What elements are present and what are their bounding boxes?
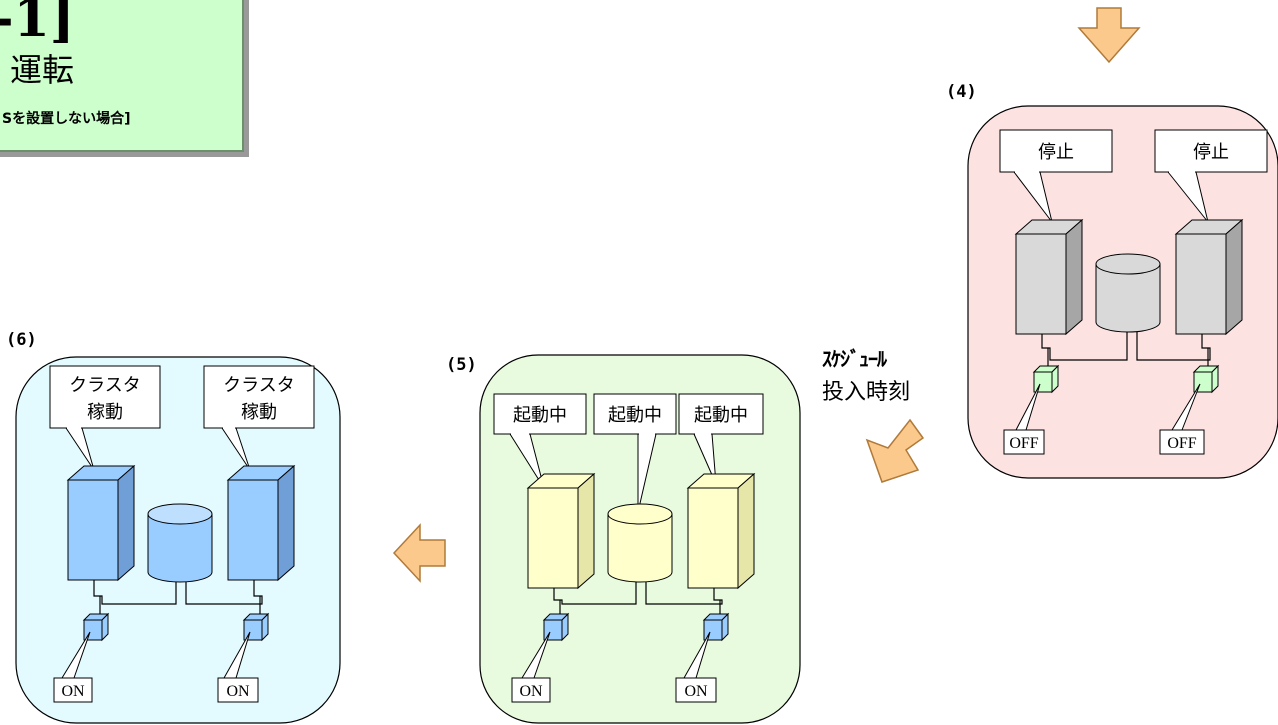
svg-text:起動中: 起動中	[608, 405, 662, 426]
server-left-5	[526, 472, 596, 590]
svg-text:OFF: OFF	[1167, 435, 1196, 452]
wires-5	[553, 582, 723, 616]
server-left-6	[66, 464, 136, 582]
title-box: -1] 運転 Sを設置しない場合]	[0, 0, 244, 152]
switch-label-off-right: OFF	[1159, 383, 1205, 455]
wires-4	[1041, 332, 1211, 368]
svg-text:ON: ON	[61, 683, 85, 700]
switch-label-on-left-5: ON	[511, 631, 551, 703]
callout-starting-left: 起動中	[493, 393, 587, 489]
arrow-left	[392, 523, 446, 583]
arrow-down-left	[865, 418, 925, 483]
switch-right-4	[1192, 364, 1220, 394]
callout-stop-left: 停止	[999, 129, 1113, 223]
disk-6	[147, 503, 213, 583]
svg-text:起動中: 起動中	[513, 405, 567, 426]
svg-text:ON: ON	[226, 683, 250, 700]
switch-label-on-left-6: ON	[53, 631, 93, 703]
step-4-label: (4)	[946, 82, 977, 102]
schedule-line-1: ｽｹｼﾞｭｰﾙ	[822, 347, 887, 371]
title-text: 運転	[10, 51, 75, 89]
server-right-6	[226, 464, 296, 582]
disk-4	[1095, 253, 1161, 333]
svg-text:クラスタ: クラスタ	[69, 375, 141, 396]
switch-label-off-left: OFF	[1003, 383, 1045, 455]
switch-label-on-right-6: ON	[217, 631, 259, 703]
svg-text:稼動: 稼動	[87, 402, 123, 423]
callout-cluster-right: クラスタ 稼動	[203, 365, 315, 471]
svg-text:クラスタ: クラスタ	[223, 375, 295, 396]
server-right-5	[686, 472, 756, 590]
callout-cluster-left: クラスタ 稼動	[49, 365, 161, 471]
title-number: -1]	[0, 0, 75, 49]
step-5-label: (5)	[446, 355, 477, 375]
svg-text:起動中: 起動中	[694, 405, 748, 426]
wires-6	[93, 580, 263, 616]
schedule-label: ｽｹｼﾞｭｰﾙ 投入時刻	[822, 342, 910, 410]
svg-text:OFF: OFF	[1009, 435, 1038, 452]
server-right-4	[1174, 218, 1244, 336]
svg-text:稼動: 稼動	[241, 402, 277, 423]
switch-left-6	[82, 612, 110, 642]
server-left-4	[1014, 218, 1084, 336]
callout-starting-right: 起動中	[678, 393, 764, 485]
svg-text:停止: 停止	[1038, 142, 1074, 163]
schedule-line-2: 投入時刻	[822, 380, 911, 405]
disk-5	[607, 503, 673, 583]
callout-starting-mid: 起動中	[593, 393, 677, 513]
step-6-label: (6)	[6, 330, 37, 350]
svg-text:ON: ON	[684, 683, 708, 700]
arrow-down	[1077, 7, 1141, 64]
callout-stop-right: 停止	[1154, 129, 1268, 223]
svg-text:ON: ON	[519, 683, 543, 700]
svg-text:停止: 停止	[1193, 142, 1229, 163]
switch-label-on-right-5: ON	[675, 631, 717, 703]
switch-right-5	[702, 612, 730, 642]
title-note: Sを設置しない場合]	[2, 111, 131, 127]
